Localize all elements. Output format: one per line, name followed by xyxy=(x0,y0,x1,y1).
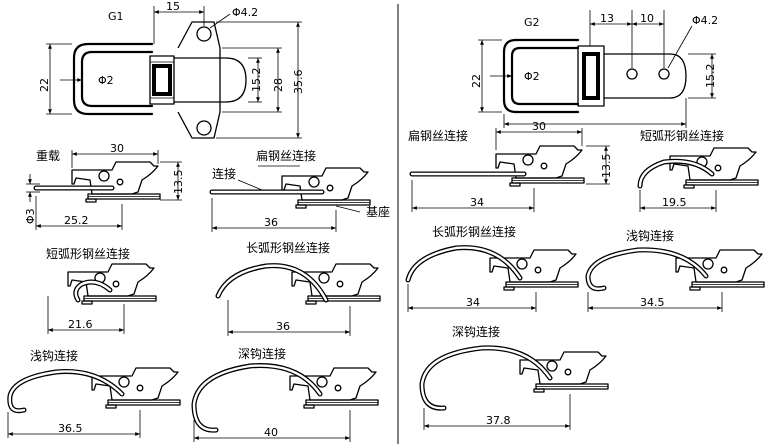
g1-dim-15-2: 15.2 xyxy=(250,68,263,93)
g2-dim-10: 10 xyxy=(640,12,654,25)
g1-label: G1 xyxy=(108,10,124,23)
g2-label: G2 xyxy=(524,16,540,29)
deep-left-dim-bottom: 40 xyxy=(264,426,278,439)
flat-left-title: 扁钢丝连接 xyxy=(256,148,316,163)
g2-dim-13: 13 xyxy=(600,12,614,25)
heavy-title: 重载 xyxy=(36,149,60,163)
short-arc-left-title: 短弧形钢丝连接 xyxy=(46,246,130,261)
shallow-right-title: 浅钩连接 xyxy=(626,228,674,243)
g1-dim-phi2: Φ2 xyxy=(98,74,114,87)
view-short-arc-right: 短弧形钢丝连接 19.5 xyxy=(637,128,759,212)
flat-right-dim-bottom: 34 xyxy=(470,196,484,209)
g1-dim-22: 22 xyxy=(38,78,51,92)
deep-right-title: 深钩连接 xyxy=(452,324,500,339)
g2-top-view: G2 13 10 Φ4.2 22 Φ2 15.2 xyxy=(470,10,718,128)
view-flat-right: 扁钢丝连接 30 13.5 34 xyxy=(408,120,613,212)
g1-dim-35-6: 35.6 xyxy=(292,70,305,95)
view-heavy: 重载 30 13.5 Φ3 25.2 xyxy=(24,142,185,230)
flat-left-base-label: 基座 xyxy=(366,204,390,219)
g1-top-view: G1 15 Φ4.2 22 Φ2 15.2 28 xyxy=(38,0,305,139)
view-shallow-left: 浅钩连接 36.5 xyxy=(7,348,181,438)
view-shallow-right: 浅钩连接 34.5 xyxy=(585,228,765,312)
shallow-left-dim-bottom: 36.5 xyxy=(58,422,83,435)
view-deep-left: 深钩连接 40 xyxy=(191,346,379,442)
g2-dim-phi2: Φ2 xyxy=(524,70,540,83)
flat-right-title: 扁钢丝连接 xyxy=(408,128,468,143)
g2-dim-22: 22 xyxy=(470,74,483,88)
short-arc-right-title: 短弧形钢丝连接 xyxy=(640,128,724,143)
g1-dim-hole: Φ4.2 xyxy=(232,6,258,19)
flat-right-dim-top: 30 xyxy=(532,120,546,133)
long-arc-right-dim-bottom: 34 xyxy=(466,296,480,309)
shallow-left-title: 浅钩连接 xyxy=(30,348,78,363)
heavy-dim-bottom: 25.2 xyxy=(64,214,89,227)
view-long-arc-right: 长弧形钢丝连接 34 xyxy=(405,224,579,312)
long-arc-left-title: 长弧形钢丝连接 xyxy=(246,240,330,255)
short-arc-right-dim-bottom: 19.5 xyxy=(662,196,687,209)
heavy-dim-top: 30 xyxy=(110,142,124,155)
flat-left-dim-bottom: 36 xyxy=(264,216,278,229)
g2-dim-15-2: 15.2 xyxy=(704,64,717,89)
long-arc-left-dim-bottom: 36 xyxy=(276,320,290,333)
view-long-arc-left: 长弧形钢丝连接 36 xyxy=(215,240,381,336)
view-short-arc-left: 短弧形钢丝连接 21.6 xyxy=(46,246,157,334)
flat-right-dim-side: 13.5 xyxy=(600,154,613,179)
view-flat-left: 扁钢丝连接 连接 基座 36 xyxy=(209,148,390,232)
long-arc-right-title: 长弧形钢丝连接 xyxy=(432,224,516,239)
short-arc-left-dim-bottom: 21.6 xyxy=(68,318,93,331)
heavy-dim-phi: Φ3 xyxy=(24,208,37,224)
g1-dim-28: 28 xyxy=(272,78,285,92)
g1-dim-15: 15 xyxy=(166,0,180,13)
heavy-dim-side: 13.5 xyxy=(172,170,185,195)
shallow-right-dim-bottom: 34.5 xyxy=(640,296,665,309)
view-deep-right: 深钩连接 37.8 xyxy=(419,324,609,430)
g2-dim-hole: Φ4.2 xyxy=(692,14,718,27)
flat-left-connect-label: 连接 xyxy=(212,166,236,181)
deep-right-dim-bottom: 37.8 xyxy=(486,414,511,427)
deep-left-title: 深钩连接 xyxy=(238,346,286,361)
